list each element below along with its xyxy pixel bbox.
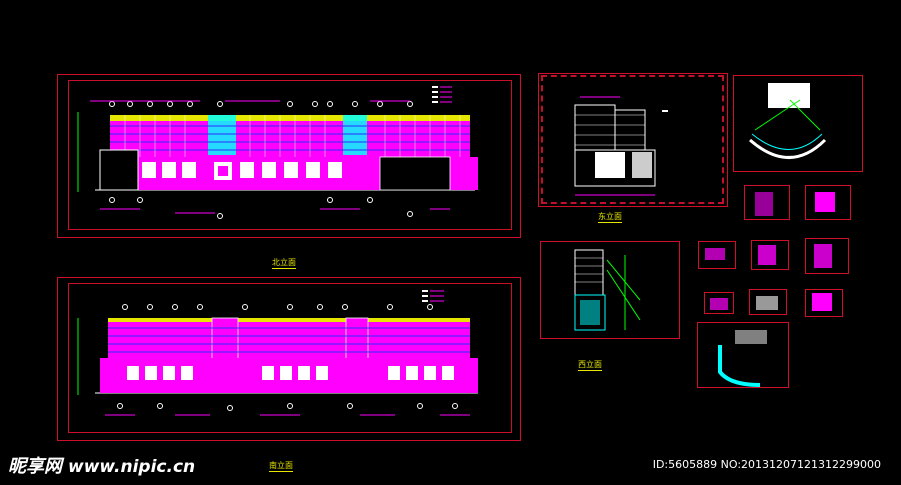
watermark-logo: 昵享网 www.nipic.cn — [8, 452, 195, 478]
east-elevation-drawing — [574, 96, 668, 196]
detail-sheet-6[interactable] — [704, 292, 734, 314]
south-elevation-drawing — [77, 290, 478, 416]
curved-plan-sheet[interactable] — [733, 75, 863, 172]
watermark-site: www.nipic.cn — [68, 457, 196, 477]
detail-sheet-5[interactable] — [805, 238, 849, 274]
east-elevation-label: 东立面 — [598, 212, 622, 223]
detail-sheet-2[interactable] — [805, 185, 851, 220]
detail-sheet-3[interactable] — [698, 241, 736, 269]
detail-thumbnails — [705, 192, 835, 387]
watermark-brand: 昵享网 — [8, 456, 62, 477]
south-elevation-sheet[interactable] — [57, 277, 521, 441]
detail-sheet-4[interactable] — [751, 240, 789, 270]
west-elevation-sheet[interactable] — [540, 241, 680, 339]
north-elevation-inner-frame — [68, 80, 512, 230]
north-elevation-drawing — [77, 86, 478, 219]
curved-plan-drawing — [749, 83, 827, 159]
north-elevation-sheet[interactable] — [57, 74, 521, 238]
corner-plan-sheet[interactable] — [697, 322, 789, 388]
west-elevation-drawing — [574, 249, 641, 331]
south-elevation-inner-frame — [68, 283, 512, 433]
detail-sheet-7[interactable] — [749, 289, 787, 315]
north-elevation-label: 北立面 — [272, 258, 296, 269]
detail-sheet-1[interactable] — [744, 185, 790, 220]
east-elevation-selected-frame[interactable] — [541, 75, 724, 204]
watermark-id: ID:5605889 NO:20131207121312299000 — [652, 458, 881, 471]
east-elevation-sheet[interactable] — [538, 73, 728, 207]
detail-sheet-8[interactable] — [805, 289, 843, 317]
west-elevation-label: 西立面 — [578, 360, 602, 371]
south-elevation-label: 南立面 — [269, 461, 293, 472]
